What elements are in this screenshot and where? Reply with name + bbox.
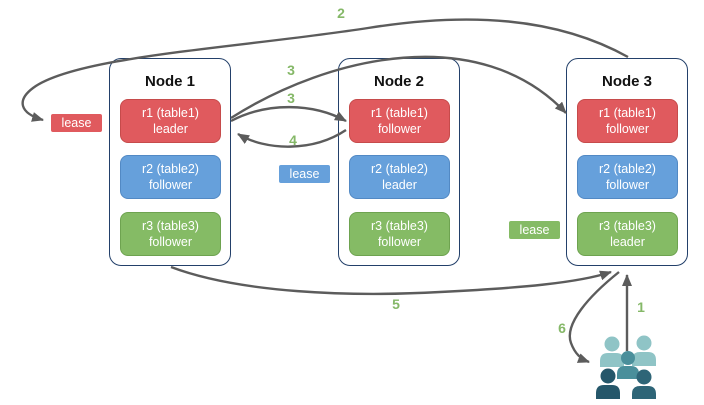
replica-role: follower (377, 235, 422, 249)
replica-role: leader (610, 235, 645, 249)
users-group-icon (596, 335, 656, 399)
node-1-box: Node 1 r1 (table1) leader r2 (table2) fo… (109, 58, 231, 266)
lease-tag-table2: lease (277, 163, 332, 185)
step-label-2: 2 (337, 5, 345, 21)
node-2-replica-r3: r3 (table3) follower (349, 212, 450, 256)
person-middle (617, 351, 639, 379)
person-front-right (632, 369, 656, 399)
lease-tag-table1: lease (49, 112, 104, 134)
node-3-title: Node 3 (601, 73, 652, 90)
arrow-step3-node1-to-node2 (230, 105, 347, 123)
step-label-3-top: 3 (287, 62, 295, 78)
arrow-step5-node1-to-node3 (170, 265, 612, 296)
step-label-4: 4 (289, 132, 297, 148)
step-label-1: 1 (637, 299, 645, 315)
replica-role: follower (148, 178, 193, 192)
replica-id: r3 (table3) (142, 218, 199, 233)
person-back-right (632, 335, 656, 366)
node-1-title: Node 1 (144, 73, 195, 90)
replica-role: follower (605, 122, 650, 136)
node-2-replica-r2: r2 (table2) leader (349, 155, 450, 199)
replica-id: r3 (table3) (599, 218, 656, 233)
replica-role: leader (382, 178, 417, 192)
node-2-box: Node 2 r1 (table1) follower r2 (table2) … (338, 58, 460, 266)
person-back-left (600, 336, 624, 367)
person-front-left (596, 368, 620, 399)
replica-id: r3 (table3) (371, 218, 428, 233)
node-2-title: Node 2 (373, 73, 424, 90)
replica-id: r2 (table2) (599, 161, 656, 176)
node-3-replica-r1: r1 (table1) follower (577, 99, 678, 143)
step-label-6: 6 (558, 320, 566, 336)
replica-role: follower (605, 178, 650, 192)
step-label-3-mid: 3 (287, 90, 295, 106)
lease-tag-table3: lease (507, 219, 562, 241)
step-label-5: 5 (392, 296, 400, 312)
replica-id: r1 (table1) (599, 105, 656, 120)
replica-id: r2 (table2) (371, 161, 428, 176)
replica-role: leader (153, 122, 188, 136)
replica-id: r1 (table1) (371, 105, 428, 120)
node-3-replica-r2: r2 (table2) follower (577, 155, 678, 199)
replica-id: r1 (table1) (142, 105, 199, 120)
node-3-box: Node 3 r1 (table1) follower r2 (table2) … (566, 58, 688, 266)
node-1-replica-r1: r1 (table1) leader (120, 99, 221, 143)
node-3-replica-r3: r3 (table3) leader (577, 212, 678, 256)
node-1-replica-r2: r2 (table2) follower (120, 155, 221, 199)
node-2-replica-r1: r1 (table1) follower (349, 99, 450, 143)
replica-role: follower (148, 235, 193, 249)
replica-id: r2 (table2) (142, 161, 199, 176)
node-1-replica-r3: r3 (table3) follower (120, 212, 221, 256)
replica-role: follower (377, 122, 422, 136)
